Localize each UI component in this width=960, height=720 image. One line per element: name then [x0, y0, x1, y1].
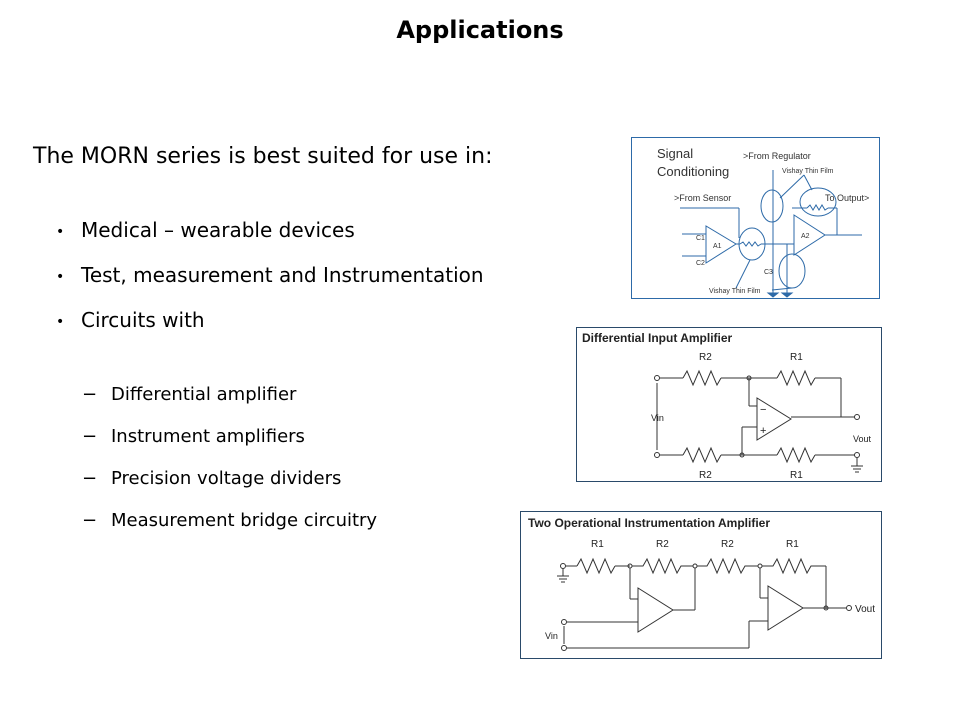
sub-bullet-item: −Measurement bridge circuitry — [82, 510, 377, 552]
dash-icon: − — [82, 468, 98, 489]
bullet-item: • Circuits with — [56, 308, 484, 353]
diff-r1-top: R1 — [790, 352, 803, 363]
dash-icon: − — [82, 510, 98, 531]
sub-bullet-label: Measurement bridge circuitry — [111, 510, 378, 531]
two-op-amp-diagram: Two Operational Instrumentation Amplifie… — [520, 511, 882, 659]
diff-r1-bottom: R1 — [790, 470, 803, 481]
sub-bullet-item: −Precision voltage dividers — [82, 468, 377, 510]
signal-conditioning-diagram: Signal Conditioning >From Regulator Vish… — [631, 137, 880, 299]
sc-c3: C3 — [764, 269, 773, 276]
bullet-label: Medical – wearable devices — [81, 218, 355, 242]
bullet-item: • Medical – wearable devices — [56, 218, 484, 263]
dash-icon: − — [82, 384, 98, 405]
sub-bullet-label: Precision voltage dividers — [111, 468, 342, 489]
sc-a2: A2 — [801, 233, 810, 240]
bullet-icon: • — [56, 314, 65, 330]
two-op-r-label: R1 — [786, 539, 799, 550]
differential-amplifier-schematic: Differential Input Amplifier R2 R1 R2 R1… — [582, 331, 872, 481]
sub-bullet-list: −Differential amplifier −Instrument ampl… — [82, 384, 377, 552]
bullet-list: • Medical – wearable devices • Test, measu… — [56, 218, 484, 353]
two-op-r-label: R2 — [656, 539, 669, 550]
dash-icon: − — [82, 426, 98, 447]
two-op-vin: Vin — [545, 631, 558, 641]
diff-r2-bottom: R2 — [699, 470, 712, 481]
sc-c1: C1 — [696, 235, 705, 242]
sc-vishay-top: Vishay Thin Film — [782, 168, 834, 175]
two-op-r-label: R1 — [591, 539, 604, 550]
bullet-label: Circuits with — [81, 308, 205, 332]
minus-icon: − — [760, 404, 766, 416]
two-op-vout: Vout — [855, 604, 875, 615]
two-op-amp-schematic: Two Operational Instrumentation Amplifie… — [528, 516, 875, 651]
sc-to-output: To Output> — [825, 193, 869, 203]
two-op-r-label: R2 — [721, 539, 734, 550]
sc-c2: C2 — [696, 260, 705, 267]
diff-r2-top: R2 — [699, 352, 712, 363]
sc-vishay-bottom: Vishay Thin Film — [709, 288, 761, 295]
slide-title: Applications — [396, 16, 564, 44]
bullet-icon: • — [56, 224, 65, 240]
sub-bullet-item: −Differential amplifier — [82, 384, 377, 426]
sub-bullet-label: Instrument amplifiers — [111, 426, 305, 447]
differential-amplifier-diagram: Differential Input Amplifier R2 R1 R2 R1… — [576, 327, 882, 482]
sub-bullet-label: Differential amplifier — [111, 384, 297, 405]
bullet-label: Test, measurement and Instrumentation — [81, 263, 484, 287]
plus-icon: + — [760, 425, 766, 437]
diff-vout: Vout — [853, 434, 872, 444]
diff-title: Differential Input Amplifier — [582, 331, 733, 345]
sub-bullet-item: −Instrument amplifiers — [82, 426, 377, 468]
sc-a1: A1 — [713, 243, 722, 250]
sc-from-regulator: >From Regulator — [743, 151, 811, 161]
signal-conditioning-schematic: Signal Conditioning >From Regulator Vish… — [657, 146, 869, 298]
diff-vin: Vin — [651, 413, 664, 423]
bullet-icon: • — [56, 269, 65, 285]
two-op-title: Two Operational Instrumentation Amplifie… — [528, 516, 770, 530]
sc-title-line1: Signal — [657, 146, 693, 161]
sc-title-line2: Conditioning — [657, 164, 729, 179]
sc-from-sensor: >From Sensor — [674, 193, 731, 203]
intro-text: The MORN series is best suited for use i… — [33, 144, 493, 169]
bullet-item: • Test, measurement and Instrumentation — [56, 263, 484, 308]
